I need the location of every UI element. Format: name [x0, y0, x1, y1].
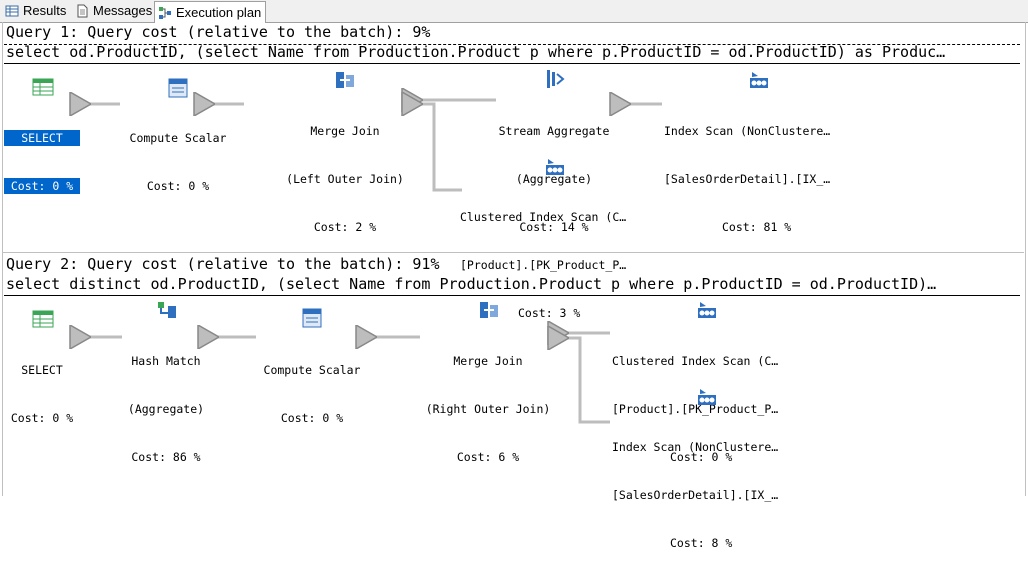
q2-merge-type: (Right Outer Join) — [425, 402, 551, 416]
q1-select-cost: Cost: 0 % — [4, 178, 80, 194]
tab-results-label: Results — [23, 3, 67, 18]
q1-stream-type: (Aggregate) — [515, 172, 593, 186]
compute-scalar-icon — [302, 308, 322, 328]
q2-node-compute-scalar[interactable]: Compute Scalar Cost: 0 % — [250, 330, 374, 442]
tab-execution-plan-label: Execution plan — [176, 4, 262, 20]
q2-select-label: SELECT — [21, 363, 63, 377]
q2-select-cost: Cost: 0 % — [10, 411, 74, 425]
select-icon — [32, 310, 54, 328]
q2-clustered-object: [Product].[PK_Product_P… — [612, 402, 779, 416]
q2-node-index-scan[interactable]: Index Scan (NonClustere… [SalesOrderDeta… — [612, 407, 808, 567]
q1-node-index-scan[interactable]: Index Scan (NonClustere… [SalesOrderDeta… — [664, 91, 860, 251]
query1-header-divider — [4, 44, 1020, 45]
clustered-index-scan-icon — [698, 302, 716, 318]
q2-merge-cost: Cost: 6 % — [456, 450, 520, 464]
q2-node-merge-join[interactable]: Merge Join (Right Outer Join) Cost: 6 % — [410, 321, 566, 481]
q2-index-label: Index Scan (NonClustere… — [612, 440, 779, 454]
q1-node-stream-aggregate[interactable]: Stream Aggregate (Aggregate) Cost: 14 % — [484, 91, 624, 251]
q2-hash-cost: Cost: 86 % — [131, 450, 201, 464]
execution-plan-pane — [2, 22, 1026, 496]
q1-compute-cost: Cost: 0 % — [146, 179, 210, 193]
query-divider — [2, 252, 1024, 253]
tab-results[interactable]: Results — [2, 1, 70, 21]
q1-node-clustered-index-scan[interactable]: Clustered Index Scan (C… [Product].[PK_P… — [460, 177, 656, 337]
q2-hash-type: (Aggregate) — [127, 402, 205, 416]
q1-stream-label: Stream Aggregate — [498, 124, 610, 138]
query2-sql: select distinct od.ProductID, (select Na… — [6, 275, 937, 293]
query1-sql: select od.ProductID, (select Name from P… — [6, 43, 946, 61]
q1-clustered-cost: Cost: 3 % — [518, 306, 581, 320]
grid-icon — [5, 5, 19, 17]
q2-node-hash-match[interactable]: Hash Match (Aggregate) Cost: 86 % — [106, 321, 226, 481]
q2-arrow-index-to-merge — [566, 338, 610, 424]
q1-compute-label: Compute Scalar — [129, 131, 227, 145]
q2-node-clustered-index-scan[interactable]: Clustered Index Scan (C… [Product].[PK_P… — [612, 321, 808, 481]
q1-node-compute-scalar[interactable]: Compute Scalar Cost: 0 % — [116, 98, 240, 210]
results-tab-bar: Results Messages Execution plan — [0, 0, 1028, 23]
q1-merge-label: Merge Join — [310, 124, 380, 138]
q1-arrow-clustered-to-merge — [420, 104, 462, 192]
q1-select-label: SELECT — [4, 130, 80, 146]
q2-index-cost: Cost: 8 % — [670, 536, 733, 550]
compute-scalar-icon — [168, 78, 188, 98]
tab-execution-plan[interactable]: Execution plan — [154, 1, 267, 23]
plan-icon — [159, 6, 171, 19]
query2-header: Query 2: Query cost (relative to the bat… — [6, 255, 440, 273]
q2-hash-label: Hash Match — [131, 354, 201, 368]
plan-arrows — [0, 0, 662, 424]
q2-node-select[interactable]: SELECT Cost: 0 % — [4, 330, 80, 442]
q1-index-cost: Cost: 81 % — [722, 220, 792, 234]
q1-index-object: [SalesOrderDetail].[IX_… — [664, 172, 831, 186]
q2-index-object: [SalesOrderDetail].[IX_… — [612, 488, 779, 502]
q1-node-merge-join[interactable]: Merge Join (Left Outer Join) Cost: 2 % — [270, 91, 420, 251]
clustered-index-scan-icon — [546, 159, 564, 175]
merge-join-icon — [336, 72, 354, 88]
q1-clustered-label: Clustered Index Scan (C… — [460, 210, 627, 224]
q1-stream-cost: Cost: 14 % — [519, 220, 589, 234]
q1-merge-type: (Left Outer Join) — [286, 172, 404, 186]
query2-sql-divider — [4, 295, 1020, 296]
q2-clustered-label: Clustered Index Scan (C… — [612, 354, 779, 368]
index-scan-icon — [750, 72, 768, 88]
q2-clustered-cost: Cost: 0 % — [670, 450, 733, 464]
stream-aggregate-icon — [547, 70, 565, 88]
q1-clustered-object: [Product].[PK_Product_P… — [460, 258, 627, 272]
q2-merge-label: Merge Join — [453, 354, 523, 368]
q2-compute-cost: Cost: 0 % — [280, 411, 344, 425]
q1-node-select[interactable]: SELECT Cost: 0 % — [4, 98, 80, 210]
index-scan-icon — [698, 389, 716, 405]
q2-compute-label: Compute Scalar — [263, 363, 361, 377]
query1-sql-divider — [4, 63, 1020, 64]
q1-index-label: Index Scan (NonClustere… — [664, 124, 831, 138]
tab-messages[interactable]: Messages — [72, 1, 156, 21]
q1-merge-cost: Cost: 2 % — [313, 220, 377, 234]
query1-header: Query 1: Query cost (relative to the bat… — [6, 23, 431, 41]
select-icon — [32, 78, 54, 96]
tab-messages-label: Messages — [93, 3, 153, 18]
merge-join-icon — [480, 302, 498, 318]
hash-match-icon — [158, 302, 176, 318]
document-icon — [77, 4, 88, 18]
